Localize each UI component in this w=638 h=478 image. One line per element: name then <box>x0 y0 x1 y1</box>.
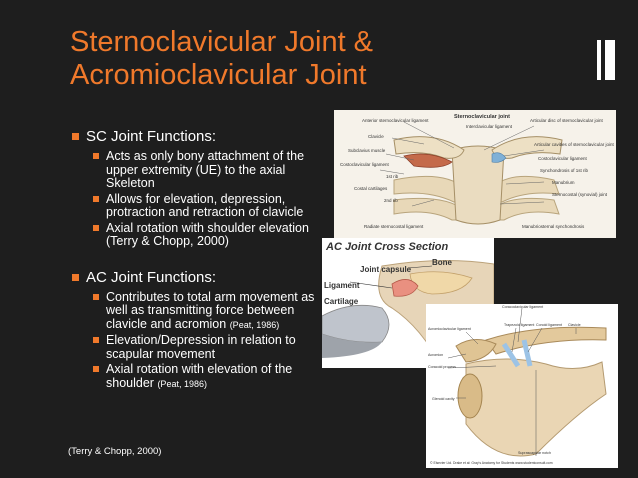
title-line-2: Acromioclavicular Joint <box>70 59 367 91</box>
ac-figure-title: AC Joint Cross Section <box>325 241 449 253</box>
ac-item-3: Axial rotation with elevation of the sho… <box>72 362 322 391</box>
sternoclavicular-figure: Anterior sternoclavicular ligament Clavi… <box>334 110 616 238</box>
sc-label-clavicle: Clavicle <box>368 134 384 139</box>
sc-label-synchondrosis: Synchondrosis of 1st rib <box>540 168 589 173</box>
sc-item-3: Axial rotation with shoulder elevation (… <box>72 221 322 249</box>
shoulder-anatomy-figure: Coracoclavicular ligament Acromioclavicu… <box>426 304 618 468</box>
decorative-bar-thick <box>605 40 615 80</box>
bullet-square-icon <box>72 133 79 140</box>
ac-label-ligament: Ligament <box>324 281 360 290</box>
sc-heading: SC Joint Functions: <box>72 128 322 146</box>
decorative-bar-thin <box>597 40 601 80</box>
shoulder-figure-credit: © Elsevier Ltd. Drake et al: Gray's Anat… <box>430 461 553 465</box>
title-line-1: Sternoclavicular Joint & <box>70 26 374 58</box>
sc-label-costoclavicular-right: Costoclavicular ligament <box>538 156 588 161</box>
sc-label-radiate-ligament: Radiate sternocostal ligament <box>364 224 424 229</box>
sc-label-manubrium: Manubrium <box>552 180 575 185</box>
ac-item-2: Elevation/Depression in relation to scap… <box>72 333 322 361</box>
sh-label-trapezoid: Trapezoid ligament <box>504 323 534 327</box>
footnote-citation: (Terry & Chopp, 2000) <box>68 446 162 457</box>
sh-label-coracoid: Coracoid process <box>428 365 456 369</box>
sc-label-sternocostal-joint: Sternocostal (synovial) joint <box>552 192 608 197</box>
bullet-square-icon <box>93 366 99 372</box>
sh-label-coracoclavicular: Coracoclavicular ligament <box>502 305 543 309</box>
sc-label-costoclavicular: Costoclavicular ligament <box>340 162 390 167</box>
sc-item-2: Allows for elevation, depression, protra… <box>72 192 322 220</box>
sc-label-anterior-ligament: Anterior sternoclavicular ligament <box>362 118 429 123</box>
ac-label-cartilage: Cartilage <box>324 297 359 306</box>
sh-label-acromion: Acromion <box>428 353 443 357</box>
ac-label-bone: Bone <box>432 258 453 267</box>
ac-heading: AC Joint Functions: <box>72 269 322 287</box>
sc-label-1st-rib: 1st rib <box>386 174 399 179</box>
sc-label-interclavicular: Interclavicular ligament <box>466 124 513 129</box>
sc-label-subclavius: Subclavius muscle <box>348 148 386 153</box>
sc-label-articular-disc: Articular disc of sternoclavicular joint <box>530 118 604 123</box>
bullet-square-icon <box>93 153 99 159</box>
bullet-square-icon <box>93 337 99 343</box>
bullet-square-icon <box>93 224 99 231</box>
sh-label-conoid: Conoid ligament <box>536 323 562 327</box>
ac-item-1: Contributes to total arm movement as wel… <box>72 290 322 333</box>
sc-item-1: Acts as only bony attachment of the uppe… <box>72 149 322 191</box>
sc-figure-title: Sternoclavicular joint <box>454 114 510 120</box>
sc-label-manubriosternal: Manubriosternal synchondrosis <box>522 224 585 229</box>
sc-label-articular-cavities: Articular cavities of sternoclavicular j… <box>534 142 615 147</box>
sc-label-2nd-rib: 2nd rib <box>384 198 398 203</box>
sc-label-costal-cartilages: Costal cartilages <box>354 186 388 191</box>
bullet-list: SC Joint Functions: Acts as only bony at… <box>72 128 322 391</box>
slide-title: Sternoclavicular Joint & Acromioclavicul… <box>70 26 450 92</box>
ac-label-joint-capsule: Joint capsule <box>360 265 412 274</box>
sh-label-acromioclavicular: Acromioclavicular ligament <box>428 327 471 331</box>
bullet-square-icon <box>93 195 99 202</box>
sh-label-clavicle: Clavicle <box>568 323 581 327</box>
bullet-square-icon <box>72 273 79 281</box>
sh-label-suprascapular-notch: Suprascapular notch <box>518 451 551 455</box>
sh-label-glenoid: Glenoid cavity <box>432 397 455 401</box>
bullet-square-icon <box>93 293 99 300</box>
